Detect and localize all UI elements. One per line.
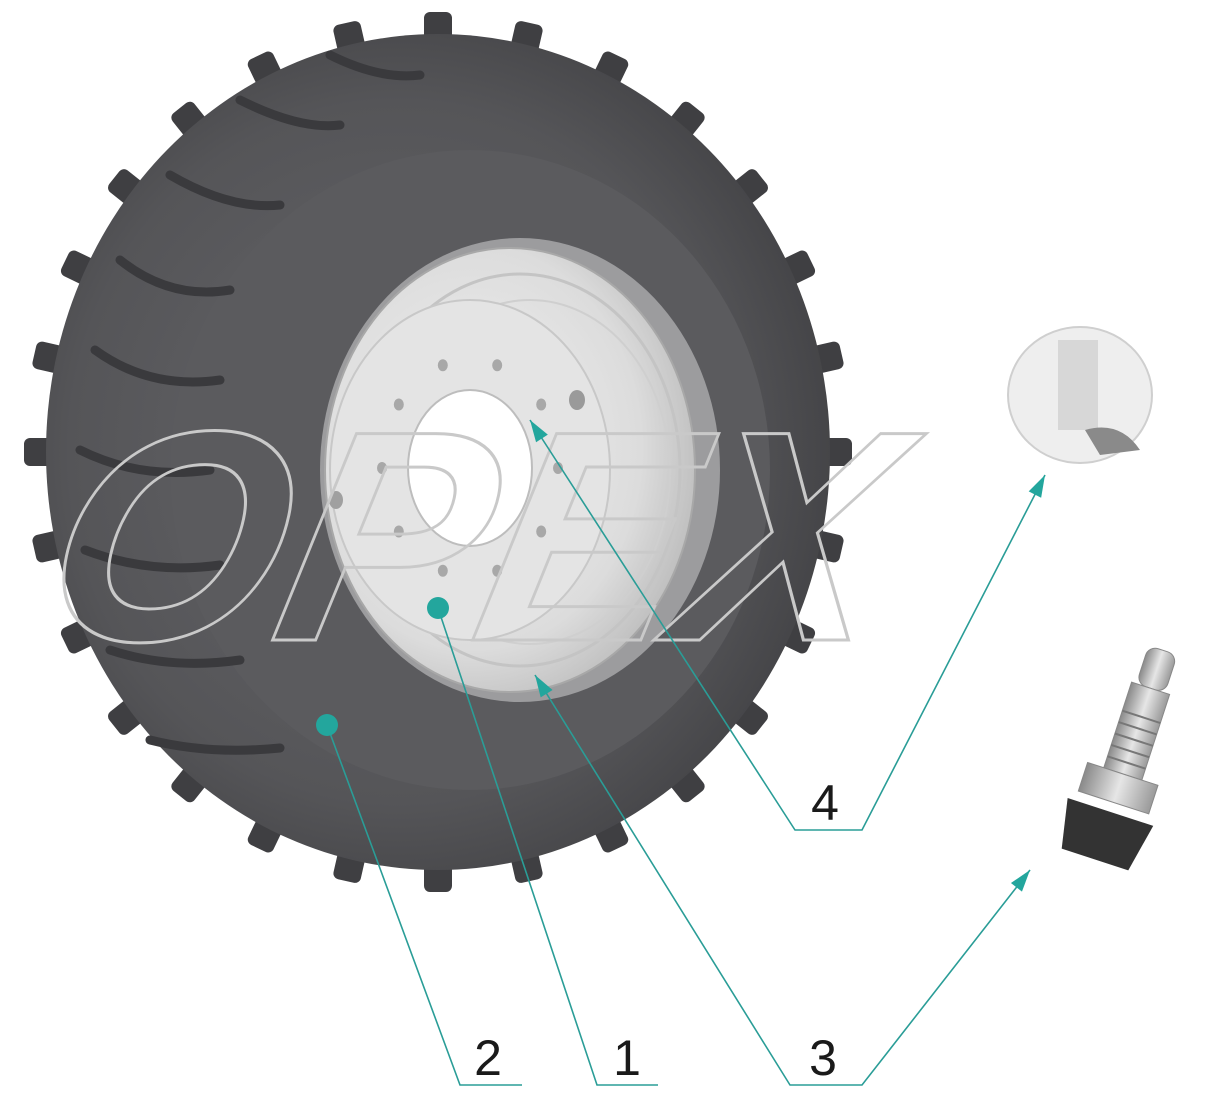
bolt-hole xyxy=(437,564,448,577)
watermark: OPEX xyxy=(20,369,940,704)
leader-line-wheel-disc xyxy=(437,607,658,1086)
valve-cap-part xyxy=(1007,326,1153,464)
callout-label-valve: 3 xyxy=(809,1030,837,1086)
bolt-hole xyxy=(536,525,547,538)
callout-dot-tire xyxy=(316,714,338,736)
callout-dot-wheel-disc xyxy=(427,597,449,619)
bolt-hole xyxy=(377,462,387,474)
callout-label-wheel-disc: 1 xyxy=(613,1030,641,1086)
bolt-holes xyxy=(377,359,563,577)
leader-lines xyxy=(316,419,1046,1086)
callout-labels: 2 1 3 4 xyxy=(474,775,839,1086)
hub-hole xyxy=(407,389,533,547)
bolt-hole xyxy=(492,359,503,372)
valve-nut xyxy=(1077,761,1159,815)
bolt-hole xyxy=(393,525,404,538)
bolt-hole xyxy=(437,359,448,372)
leader-line-tire xyxy=(326,724,522,1086)
leader-line-valve xyxy=(534,674,1031,1086)
bolt-hole xyxy=(492,564,503,577)
callout-label-tire: 2 xyxy=(474,1030,502,1086)
callout-arrow-valve-cap xyxy=(1028,475,1045,498)
bolt-hole xyxy=(536,398,547,411)
callout-label-valve-cap: 4 xyxy=(811,775,839,831)
valve-rubber-base xyxy=(1061,798,1154,871)
valve-part xyxy=(1061,647,1176,871)
wheel-disc-group xyxy=(324,247,696,693)
tread-grooves xyxy=(75,50,425,755)
disc-hole xyxy=(329,491,343,509)
valve-cap-lip xyxy=(1085,427,1140,455)
callout-arrow-valve xyxy=(535,675,553,698)
valve-hole xyxy=(569,390,585,410)
valve-cap-notch xyxy=(1058,340,1098,430)
leader-line-valve-cap xyxy=(529,419,1046,831)
valve-thread xyxy=(1107,709,1161,770)
callout-arrow-valve xyxy=(1010,870,1030,892)
callout-arrow-valve-cap xyxy=(530,420,548,443)
bolt-hole xyxy=(553,462,563,474)
bolt-hole xyxy=(393,398,404,411)
